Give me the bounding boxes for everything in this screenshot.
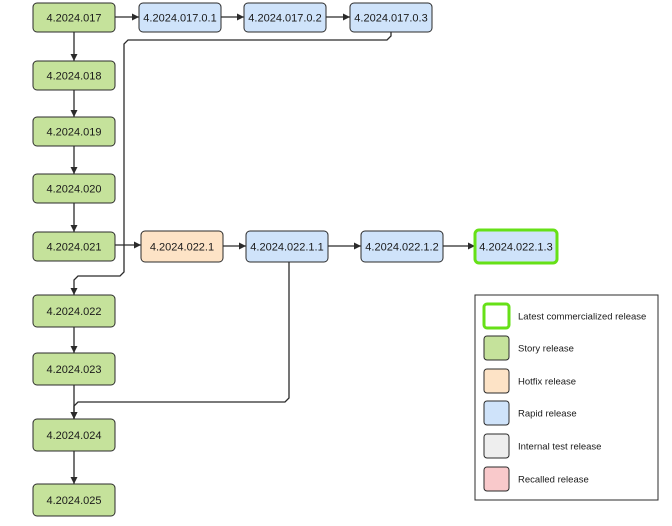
legend-swatch-hotfix <box>483 368 510 394</box>
story-release-box <box>32 60 116 91</box>
release-node-4.2024.017.0.2[interactable]: 4.2024.017.0.2 <box>243 2 327 33</box>
release-node-4.2024.019[interactable]: 4.2024.019 <box>32 116 116 147</box>
story-release-box <box>32 2 116 33</box>
edge-r01703-to-s022 <box>70 32 392 295</box>
legend-item-rapid: Rapid release <box>483 400 577 426</box>
release-node-4.2024.020[interactable]: 4.2024.020 <box>32 173 116 204</box>
release-label: 4.2024.022 <box>46 306 101 318</box>
legend-label: Rapid release <box>518 409 577 420</box>
legend-label: Story release <box>518 344 574 355</box>
legend-label: Hotfix release <box>518 377 576 388</box>
release-label: 4.2024.022.1.1 <box>250 242 323 254</box>
story-release-box <box>32 352 116 386</box>
legend-item-internal: Internal test release <box>483 433 601 459</box>
release-label: 4.2024.018 <box>46 71 101 83</box>
release-label: 4.2024.022.1.2 <box>365 242 438 254</box>
release-node-4.2024.018[interactable]: 4.2024.018 <box>32 60 116 91</box>
release-label: 4.2024.025 <box>46 495 101 507</box>
release-node-4.2024.017[interactable]: 4.2024.017 <box>32 2 116 33</box>
legend-swatch-recalled <box>483 466 510 492</box>
legend-item-story: Story release <box>483 335 574 361</box>
story-release-box <box>32 294 116 328</box>
rapid-release-box <box>138 2 222 33</box>
rapid-release-box <box>245 230 329 263</box>
release-label: 4.2024.019 <box>46 127 101 139</box>
release-node-4.2024.025[interactable]: 4.2024.025 <box>32 483 116 517</box>
edge-r02211-to-s024 <box>70 262 290 419</box>
legend-label: Latest commercialized release <box>518 312 646 323</box>
edges-layer <box>70 13 475 484</box>
legend-swatch-internal <box>483 433 510 459</box>
rapid-release-box <box>473 228 559 265</box>
hotfix-release-box <box>140 230 224 263</box>
release-node-4.2024.023[interactable]: 4.2024.023 <box>32 352 116 386</box>
legend-item-recalled: Recalled release <box>483 466 589 492</box>
rapid-release-box <box>349 2 433 33</box>
release-label: 4.2024.022.1 <box>150 242 214 254</box>
story-release-box <box>32 483 116 517</box>
story-release-box <box>32 418 116 452</box>
legend-swatch-story <box>483 335 510 361</box>
story-release-box <box>32 173 116 204</box>
release-node-4.2024.017.0.1[interactable]: 4.2024.017.0.1 <box>138 2 222 33</box>
rapid-release-box <box>243 2 327 33</box>
nodes-layer: 4.2024.017 4.2024.018 4.2024.019 4.2024.020… <box>32 2 559 517</box>
legend-label: Recalled release <box>518 475 589 486</box>
release-node-4.2024.024[interactable]: 4.2024.024 <box>32 418 116 452</box>
story-release-box <box>32 116 116 147</box>
release-label: 4.2024.017.0.2 <box>248 13 321 25</box>
release-label: 4.2024.021 <box>46 242 101 254</box>
legend-label: Internal test release <box>518 442 601 453</box>
rapid-release-box <box>360 230 444 263</box>
release-node-4.2024.021[interactable]: 4.2024.021 <box>32 231 116 262</box>
release-label: 4.2024.017 <box>46 13 101 25</box>
story-release-box <box>32 231 116 262</box>
legend-item-latest: Latest commercialized release <box>482 302 646 330</box>
legend-swatch-latest <box>482 302 511 330</box>
release-node-4.2024.022.1.3[interactable]: 4.2024.022.1.3 <box>473 228 559 265</box>
release-label: 4.2024.022.1.3 <box>479 242 552 254</box>
release-node-4.2024.022.1.1[interactable]: 4.2024.022.1.1 <box>245 230 329 263</box>
release-node-4.2024.022.1[interactable]: 4.2024.022.1 <box>140 230 224 263</box>
legend-swatch-rapid <box>483 400 510 426</box>
release-label: 4.2024.017.0.3 <box>354 13 427 25</box>
release-label: 4.2024.020 <box>46 184 101 196</box>
release-label: 4.2024.017.0.1 <box>143 13 216 25</box>
legend-item-hotfix: Hotfix release <box>483 368 576 394</box>
release-node-4.2024.017.0.3[interactable]: 4.2024.017.0.3 <box>349 2 433 33</box>
release-node-4.2024.022[interactable]: 4.2024.022 <box>32 294 116 328</box>
release-label: 4.2024.023 <box>46 364 101 376</box>
release-label: 4.2024.024 <box>46 430 101 442</box>
release-node-4.2024.022.1.2[interactable]: 4.2024.022.1.2 <box>360 230 444 263</box>
